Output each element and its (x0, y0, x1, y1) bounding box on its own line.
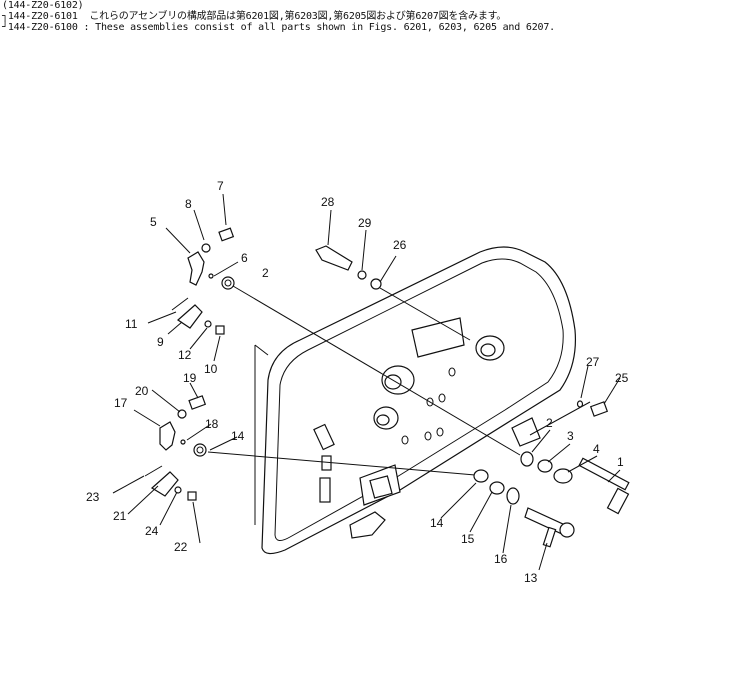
callout-8: 8 (185, 197, 192, 211)
callout-25: 25 (615, 371, 629, 385)
callout-2-left: 2 (262, 266, 269, 280)
upper-switch-cluster (171, 227, 235, 335)
callout-17: 17 (114, 396, 128, 410)
callout-27: 27 (586, 355, 600, 369)
header-code-6100: ┘144-Z20-6100 (2, 22, 78, 33)
callout-6: 6 (241, 251, 248, 265)
callout-numbers: 1 2 2 3 4 5 6 7 8 9 10 11 12 13 14 14 15… (86, 179, 629, 585)
header-japanese-note: これらのアセンブリの構成部品は第6201図,第6203図,第6205図および第6… (89, 11, 507, 22)
callout-1: 1 (617, 455, 624, 469)
header-english-note: : These assemblies consist of all parts … (83, 22, 556, 33)
callout-20: 20 (135, 384, 149, 398)
top-bolt-group (315, 245, 382, 290)
callout-7: 7 (217, 179, 224, 193)
header-line-1: (144-Z20-6102) (2, 0, 84, 11)
callout-28: 28 (321, 195, 335, 209)
callout-14-bottom: 14 (430, 516, 444, 530)
callout-leaders (112, 193, 621, 571)
callout-3: 3 (567, 429, 574, 443)
callout-15: 15 (461, 532, 475, 546)
callout-4: 4 (593, 442, 600, 456)
instrument-panel-housing (254, 246, 577, 555)
callout-13: 13 (524, 571, 538, 585)
callout-2-right: 2 (546, 416, 553, 430)
lower-switch-cluster (144, 395, 207, 501)
callout-5: 5 (150, 215, 157, 229)
header-line-3: ┘144-Z20-6100 : These assemblies consist… (2, 22, 733, 33)
callout-10: 10 (204, 362, 218, 376)
right-parts-group (473, 400, 630, 548)
callout-19: 19 (183, 371, 197, 385)
callout-16: 16 (494, 552, 508, 566)
callout-14-left: 14 (231, 429, 245, 443)
callout-23: 23 (86, 490, 100, 504)
callout-26: 26 (393, 238, 407, 252)
header-line-2: ┐144-Z20-6101 これらのアセンブリの構成部品は第6201図,第620… (2, 11, 733, 22)
callout-21: 21 (113, 509, 127, 523)
callout-11: 11 (125, 317, 138, 331)
callout-29: 29 (358, 216, 372, 230)
callout-22: 22 (174, 540, 188, 554)
drawing-header: (144-Z20-6102) ┐144-Z20-6101 これらのアセンブリの構… (2, 0, 733, 33)
header-code-6101: ┐144-Z20-6101 (2, 11, 78, 22)
callout-18: 18 (205, 417, 219, 431)
callout-24: 24 (145, 524, 159, 538)
callout-9: 9 (157, 335, 164, 349)
callout-12: 12 (178, 348, 192, 362)
